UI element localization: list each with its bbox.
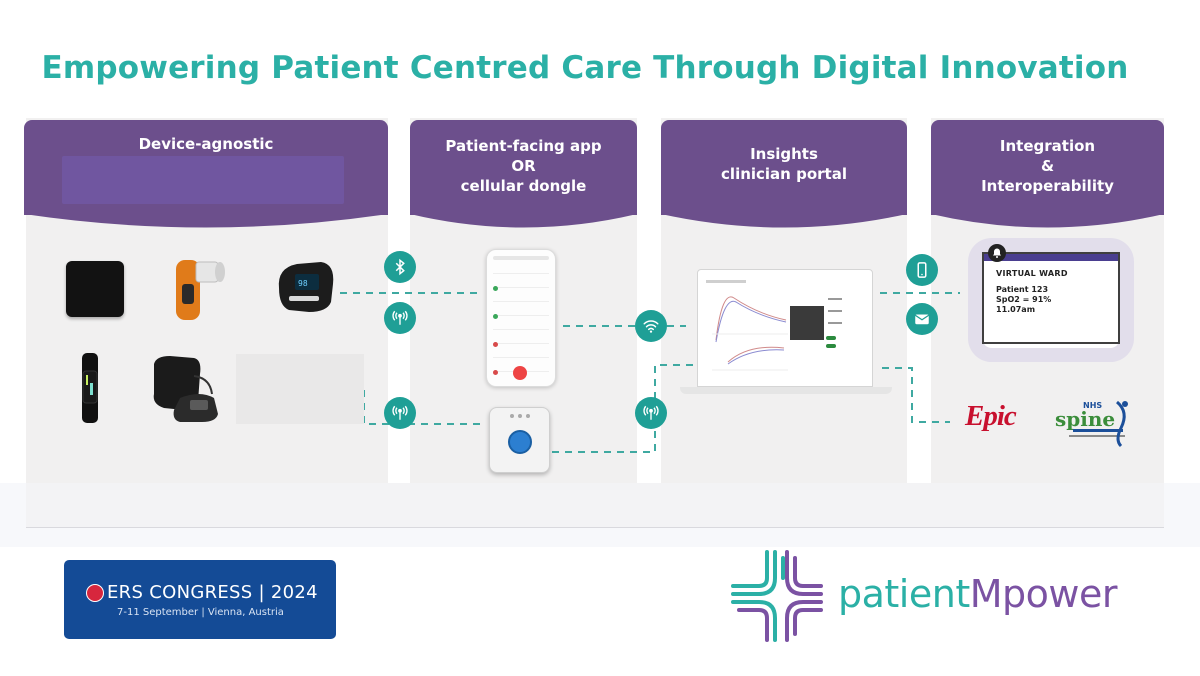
spirometer-image (168, 254, 228, 324)
portal-tooltip (790, 306, 824, 340)
virtual-ward-alert: Patient 123 SpO2 = 91% 11.07am (996, 285, 1052, 314)
svg-text:98: 98 (298, 279, 308, 288)
bluetooth-icon (395, 258, 405, 276)
cellular-signal-icon (392, 310, 408, 325)
blurred-device-image (236, 354, 364, 424)
patient-app-phone-image (486, 249, 556, 387)
laptop-base (680, 387, 892, 394)
email-icon (914, 314, 930, 325)
fitness-band-image (70, 353, 110, 423)
epic-logo: Epic (965, 400, 1017, 432)
ers-logo-icon (86, 584, 104, 602)
ers-congress-badge: ERS CONGRESS | 2024 7-11 September | Vie… (64, 560, 336, 639)
panel-bottom-strip (26, 483, 1164, 528)
wifi-node (635, 310, 667, 342)
cellular-node (635, 397, 667, 429)
smart-scale-image (66, 261, 124, 317)
pulse-oximeter-image: 98 (273, 258, 337, 314)
wifi-icon (643, 320, 659, 333)
ers-subtitle: 7-11 September | Vienna, Austria (117, 607, 284, 618)
header-notch (661, 214, 907, 228)
page-title: Empowering Patient Centred Care Through … (41, 50, 1129, 86)
smartphone-node (906, 254, 938, 286)
wordmark-part-patient: patient (838, 572, 970, 616)
header-notch (24, 214, 388, 228)
bell-icon (988, 244, 1006, 262)
column-gap (907, 118, 931, 483)
cellular-node (384, 302, 416, 334)
smartphone-icon (917, 262, 927, 278)
email-node (906, 303, 938, 335)
nhs-spine-logo: NHS spine (1055, 398, 1135, 448)
cellular-signal-icon (392, 405, 408, 420)
ers-title: ERS CONGRESS | 2024 (107, 582, 318, 603)
svg-text:NHS: NHS (1083, 401, 1102, 410)
patientmpower-logo-mark (729, 548, 825, 644)
header-notch (410, 214, 637, 228)
cellular-node (384, 397, 416, 429)
bluetooth-node (384, 251, 416, 283)
svg-text:spine: spine (1055, 407, 1115, 431)
patientmpower-wordmark: patientMpower (838, 572, 1117, 616)
column-header-device-agnostic: Device-agnostic (24, 120, 388, 228)
clinician-portal-laptop-image (697, 269, 873, 387)
header-blurred-region (62, 156, 344, 204)
column-header-integration: Integration & Interoperability (931, 120, 1164, 228)
virtual-ward-card: VIRTUAL WARD Patient 123 SpO2 = 91% 11.0… (982, 244, 1120, 348)
cellular-signal-icon (643, 405, 659, 420)
column-header-label: Insights clinician portal (721, 145, 847, 183)
virtual-ward-title: VIRTUAL WARD (996, 269, 1068, 278)
wordmark-part-mpower: Mpower (969, 572, 1118, 616)
dongle-button (508, 430, 532, 454)
column-header-label: Patient-facing app OR cellular dongle (445, 137, 602, 195)
column-header-patient-app: Patient-facing app OR cellular dongle (410, 120, 637, 228)
header-notch (931, 214, 1164, 228)
column-header-label: Device-agnostic (138, 135, 274, 153)
cellular-dongle-image (489, 407, 550, 473)
column-header-label: Integration & Interoperability (981, 137, 1114, 195)
blood-pressure-monitor-image (150, 354, 222, 426)
column-header-insights: Insights clinician portal (661, 120, 907, 228)
